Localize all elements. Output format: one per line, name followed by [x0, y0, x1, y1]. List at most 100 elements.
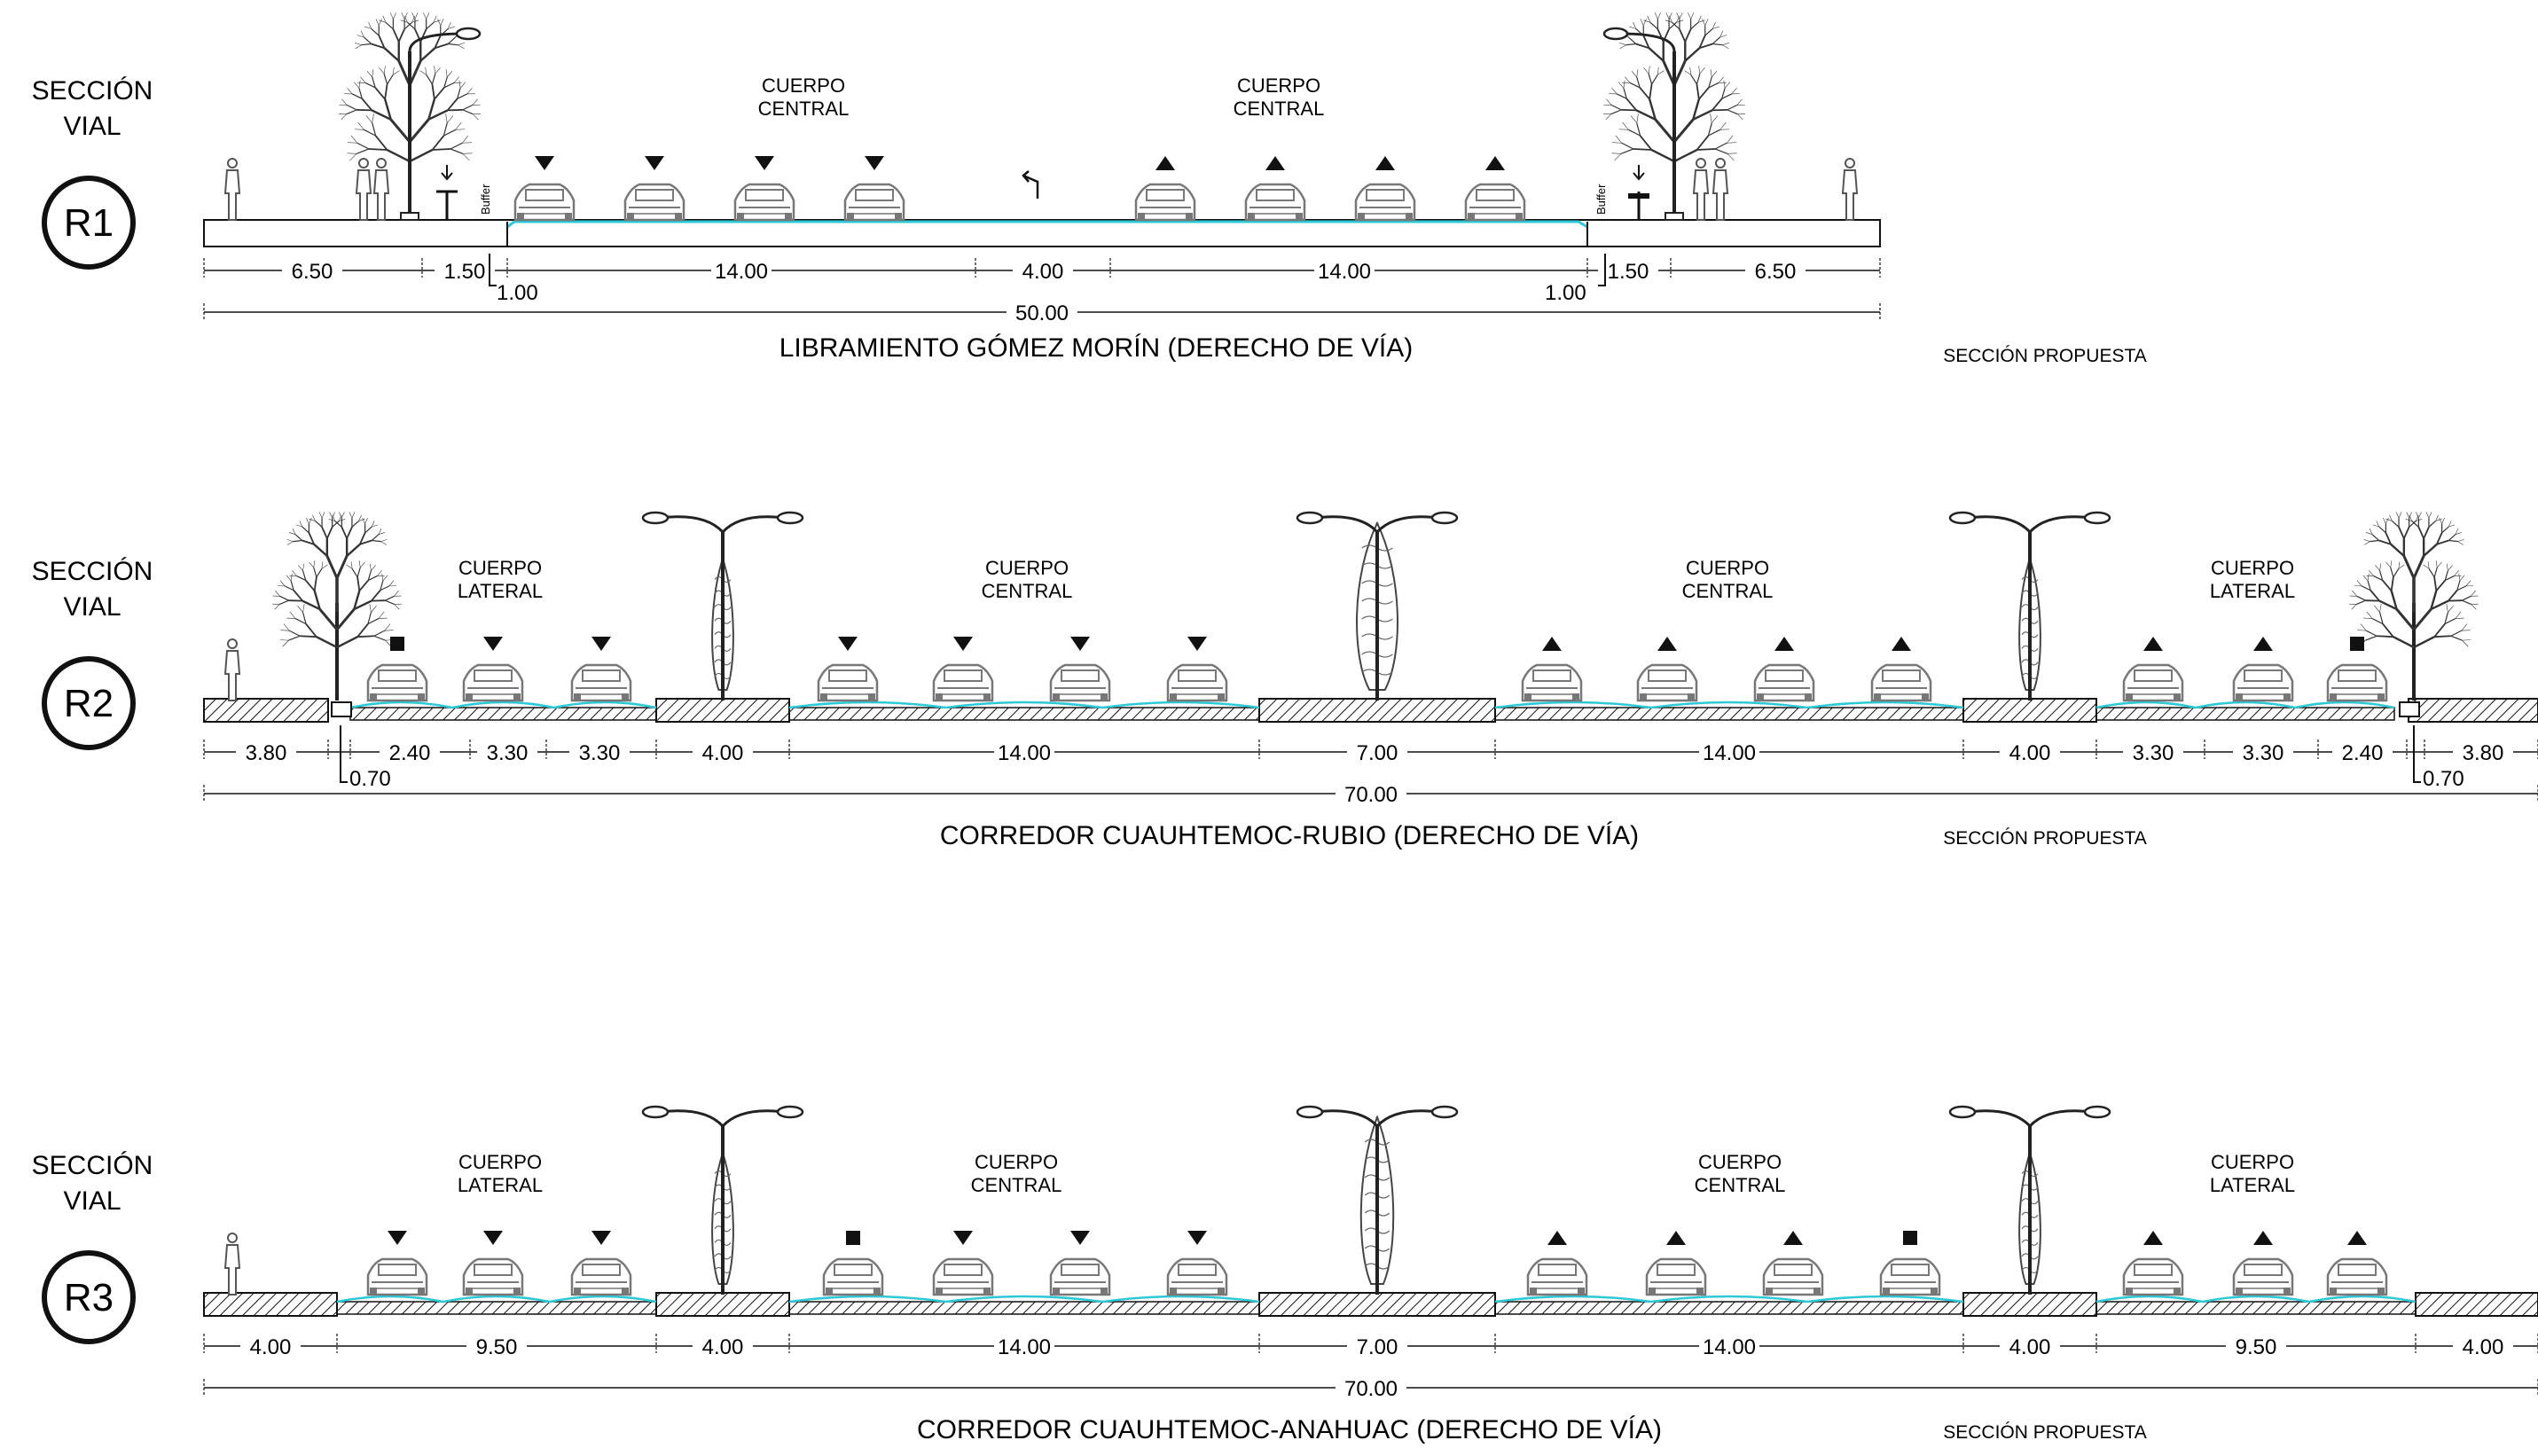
section-heading-line2: VIAL — [63, 592, 121, 622]
section-proposal-label: SECCIÓN PROPUESTA — [1943, 828, 2146, 849]
total-dimension-label: 70.00 — [1344, 783, 1398, 807]
lane-base — [336, 1301, 657, 1315]
direction-down-icon — [535, 156, 554, 170]
dimension-label: 4.00 — [1022, 260, 1064, 284]
dimension-label-bg — [1013, 259, 1073, 282]
direction-up-icon — [2143, 1231, 2163, 1245]
dimension-label-bg — [477, 740, 537, 763]
car-icon — [366, 1257, 428, 1296]
direction-up-icon — [1375, 156, 1395, 170]
car-icon — [1645, 1257, 1707, 1296]
car-icon — [932, 1257, 994, 1296]
stop-marker-icon — [1903, 1231, 1917, 1245]
body-label-line1: CUERPO — [1686, 557, 1769, 579]
sidewalk-median-block — [1962, 698, 2097, 723]
body-label-line1: CUERPO — [2211, 1151, 2294, 1173]
pavement-line — [1494, 701, 1964, 709]
street-lamp-icon — [1948, 1105, 2111, 1295]
dimension-label: 0.70 — [2423, 767, 2464, 791]
body-label-line2: CENTRAL — [982, 580, 1073, 602]
tree-icon — [272, 512, 402, 701]
car-icon — [1166, 1257, 1228, 1296]
street-lamp-icon — [1602, 27, 1684, 221]
direction-up-icon — [1155, 156, 1175, 170]
dimension-label: 4.00 — [702, 1335, 744, 1359]
dimension-label: 7.00 — [1357, 741, 1398, 765]
buffer-label: Buffer — [479, 184, 492, 215]
lane-base — [788, 707, 1260, 721]
direction-up-icon — [2143, 637, 2163, 651]
pedestrian-icon — [223, 1233, 241, 1296]
car-icon — [1244, 183, 1306, 222]
body-label-line1: CUERPO — [975, 1151, 1058, 1173]
body-label-line2: LATERAL — [458, 1174, 543, 1196]
car-icon — [570, 663, 632, 702]
body-label-line1: CUERPO — [985, 557, 1069, 579]
section-r2: SECCIÓN VIAL R2 CUERPO LATERAL CUERPO CE… — [32, 511, 2538, 850]
dimension-label: 3.30 — [487, 741, 529, 765]
direction-up-icon — [1542, 637, 1562, 651]
dimension-label-bg — [1699, 740, 1759, 763]
total-dimension-label: 70.00 — [1344, 1377, 1398, 1401]
direction-up-icon — [1892, 637, 1911, 651]
pedestrian-icon — [1692, 158, 1710, 221]
direction-up-icon — [2253, 637, 2273, 651]
car-icon — [1049, 663, 1111, 702]
pavement-line — [336, 1295, 657, 1303]
section-title: CORREDOR CUAUHTEMOC-ANAHUAC (DERECHO DE … — [917, 1415, 1662, 1444]
section-badge-label: R3 — [64, 1276, 114, 1319]
direction-up-icon — [1547, 1231, 1567, 1245]
dimension-label: 14.00 — [1703, 1335, 1756, 1359]
dimension-label-bg — [2226, 1335, 2286, 1358]
lane-base — [1494, 707, 1964, 721]
total-dimension-label: 50.00 — [1015, 301, 1069, 325]
tree-icon — [2349, 512, 2479, 701]
stop-marker-icon — [2350, 637, 2364, 651]
dimension-label-bg — [2332, 740, 2393, 763]
dimension-label: 9.50 — [476, 1335, 518, 1359]
lane-base — [2095, 707, 2395, 721]
dimension-label-bg — [1314, 259, 1375, 282]
dimension-label-bg — [236, 740, 296, 763]
pavement-line — [788, 701, 1260, 709]
car-icon — [1464, 183, 1526, 222]
lane-base — [2095, 1301, 2417, 1315]
pedestrian-icon — [1841, 158, 1859, 221]
dimension-label-bg — [435, 259, 495, 282]
bike-rack-icon — [436, 165, 1649, 220]
sidewalk-median-block — [655, 698, 790, 723]
street-lamp-icon — [400, 27, 482, 221]
sidewalk-median-block — [1962, 1292, 2097, 1317]
pavement-line — [2095, 1295, 2417, 1303]
left-turn-arrow-icon — [1022, 170, 1039, 199]
dimension-label-bg — [2453, 1335, 2513, 1358]
car-icon — [366, 663, 428, 702]
body-label-line2: CENTRAL — [971, 1174, 1062, 1196]
sidewalk-median-block — [203, 1292, 338, 1317]
direction-up-icon — [1783, 1231, 1803, 1245]
direction-down-icon — [1070, 637, 1090, 651]
dimension-label: 1.00 — [497, 281, 538, 305]
section-title: CORREDOR CUAUHTEMOC-RUBIO (DERECHO DE VÍ… — [940, 821, 1639, 850]
direction-down-icon — [1187, 637, 1207, 651]
car-icon — [462, 663, 524, 702]
dimension-label: 14.00 — [1318, 260, 1371, 284]
section-heading-line1: SECCIÓN — [32, 76, 153, 106]
car-group — [513, 156, 1526, 222]
car-icon — [2122, 1257, 2184, 1296]
dim-small: 0.70 0.70 — [340, 725, 2464, 791]
car-icon — [1870, 663, 1932, 702]
section-heading-line2: VIAL — [63, 112, 121, 141]
car-icon — [1753, 663, 1815, 702]
lane-base — [349, 707, 657, 721]
body-label-line1: CUERPO — [1698, 1151, 1782, 1173]
body-label-line1: CUERPO — [1237, 74, 1320, 97]
dimension-label: 9.50 — [2236, 1335, 2277, 1359]
direction-up-icon — [1657, 637, 1677, 651]
direction-up-icon — [1774, 637, 1794, 651]
car-icon — [1354, 183, 1416, 222]
road-base — [203, 219, 1881, 247]
dimension-label: 4.00 — [2009, 1335, 2051, 1359]
